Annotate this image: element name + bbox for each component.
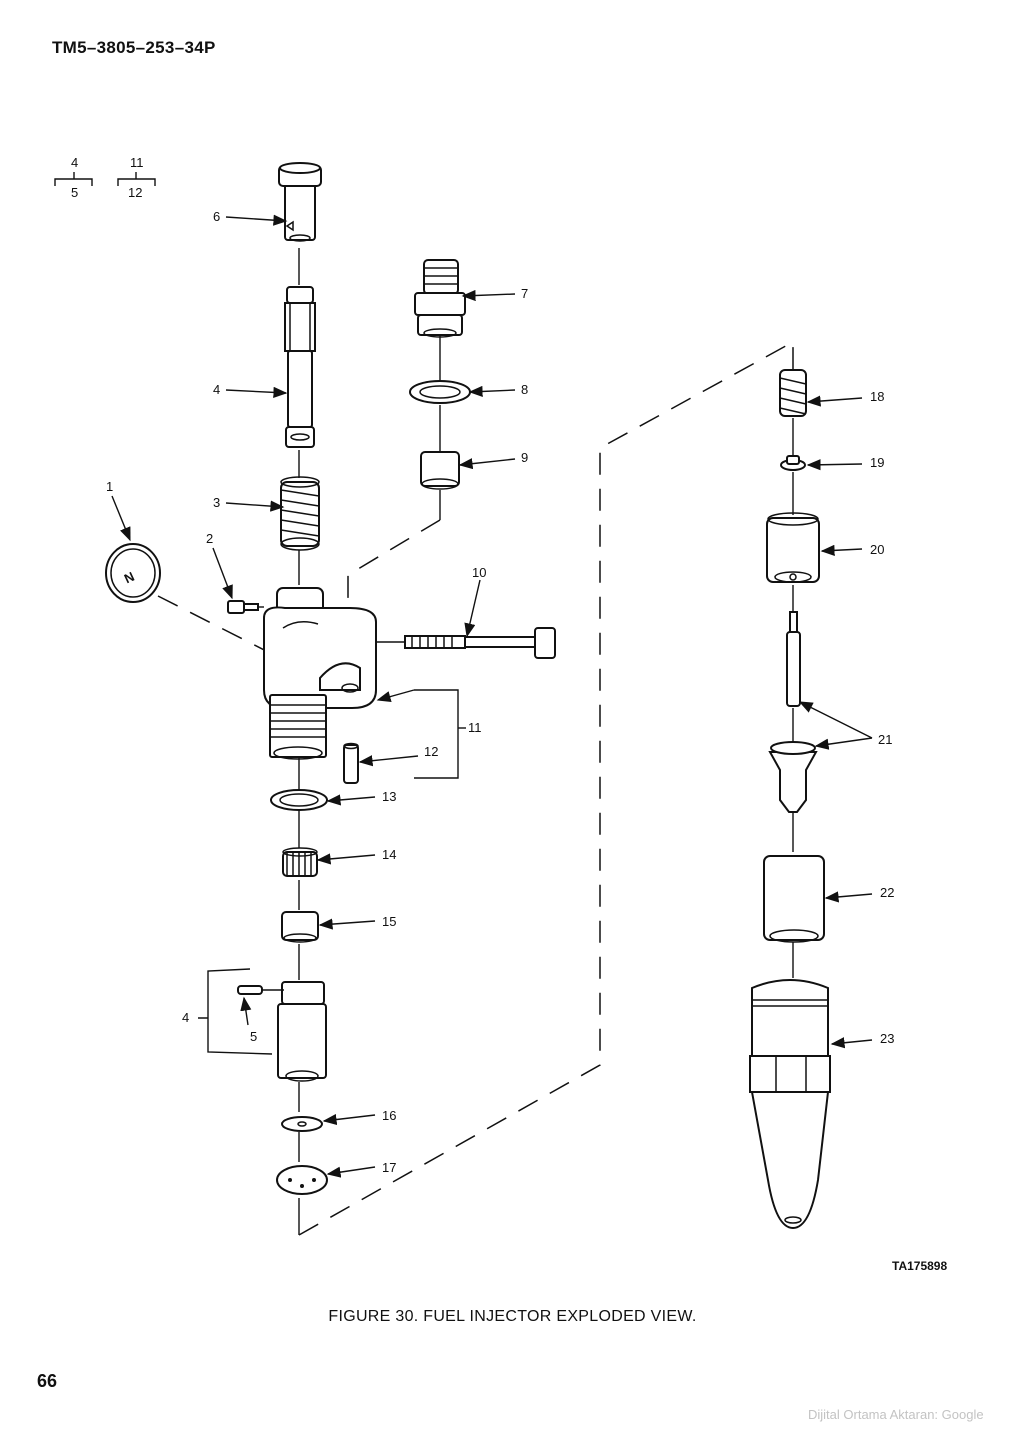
part-4-barrel (237, 981, 327, 1082)
part-11-injector-body (263, 587, 556, 760)
callout-19: 19 (870, 455, 884, 470)
callout-23: 23 (880, 1031, 894, 1046)
callout-4: 4 (213, 382, 220, 397)
callout-11: 11 (468, 720, 482, 735)
key-11-bottom: 12 (128, 185, 142, 200)
part-19-spring-seat (780, 455, 806, 471)
document-id: TM5–3805–253–34P (52, 38, 216, 57)
callout-22: 22 (880, 885, 894, 900)
key-4-top: 4 (71, 155, 78, 170)
part-8-gasket (409, 380, 471, 404)
figure-caption: FIGURE 30. FUEL INJECTOR EXPLODED VIEW. (0, 1308, 1025, 1326)
callout-labels: 1 2 3 4 5 6 7 8 9 10 11 12 13 14 15 4 16… (106, 209, 894, 1175)
part-9-cup (420, 451, 460, 490)
key-4-bottom: 5 (71, 185, 78, 200)
part-23-nozzle-nut (749, 979, 831, 1230)
callout-6: 6 (213, 209, 220, 224)
callout-15: 15 (382, 914, 396, 929)
leader-lines (111, 214, 873, 1178)
figure-code: TA175898 (892, 1259, 948, 1273)
part-3-spring (280, 476, 320, 551)
callout-4-group: 4 (182, 1010, 189, 1025)
part-15-ring (281, 911, 319, 943)
callout-10: 10 (472, 565, 486, 580)
part-7-fitting (414, 259, 466, 338)
part-13-seal-ring (270, 789, 328, 811)
part-12-dowel (343, 742, 359, 784)
part-2-screw (227, 600, 264, 614)
callout-12: 12 (424, 744, 438, 759)
callout-17: 17 (382, 1160, 396, 1175)
callout-5: 5 (250, 1029, 257, 1044)
callout-2: 2 (206, 531, 213, 546)
callout-3: 3 (213, 495, 220, 510)
callout-8: 8 (521, 382, 528, 397)
figure-caption-text: FIGURE 30. FUEL INJECTOR EXPLODED VIEW. (328, 1308, 697, 1325)
page-number: 66 (37, 1371, 58, 1391)
part-4-follower (284, 286, 316, 448)
part-16-washer (281, 1116, 323, 1132)
callout-key: 4 5 11 12 (54, 155, 156, 200)
part-1-nameplate: N (105, 543, 161, 603)
callout-9: 9 (521, 450, 528, 465)
callout-1: 1 (106, 479, 113, 494)
part-6-plunger-top (278, 162, 322, 242)
callout-16: 16 (382, 1108, 396, 1123)
key-11-top: 11 (130, 155, 144, 170)
part-17-spacer-plate (276, 1165, 328, 1195)
callout-13: 13 (382, 789, 396, 804)
watermark: Dijital Ortama Aktaran: Google (808, 1407, 984, 1422)
part-18-valve-spring (779, 369, 807, 417)
callout-14: 14 (382, 847, 396, 862)
part-20-spring-cage (766, 512, 820, 583)
part-21-needle-valve (768, 611, 818, 813)
part-22-sleeve (763, 855, 825, 943)
callout-21: 21 (878, 732, 892, 747)
callout-18: 18 (870, 389, 884, 404)
callout-7: 7 (521, 286, 528, 301)
callout-20: 20 (870, 542, 884, 557)
part-14-gear (282, 847, 318, 877)
